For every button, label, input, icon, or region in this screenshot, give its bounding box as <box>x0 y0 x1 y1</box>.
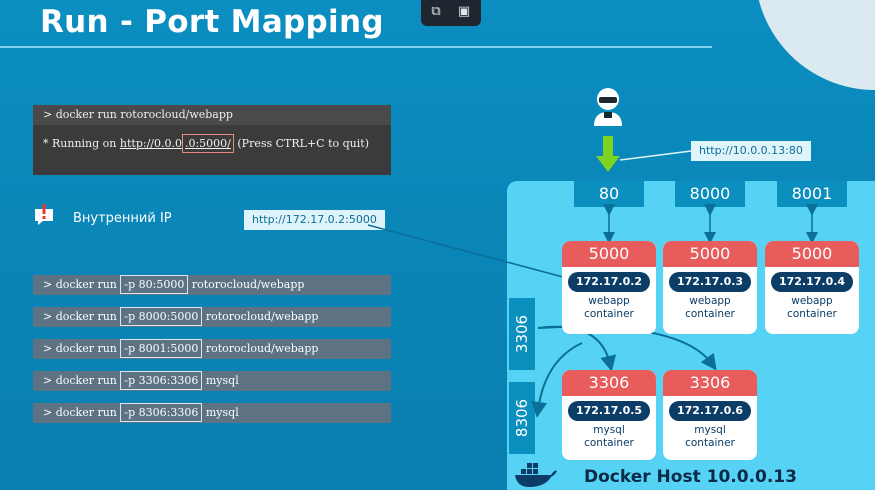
port-flag: -p 8000:5000 <box>120 307 203 326</box>
command-image: mysql <box>202 374 239 387</box>
slide-title: Run - Port Mapping <box>40 4 384 40</box>
container-port: 3306 <box>663 370 757 396</box>
container-kind: container <box>685 308 735 320</box>
container-kind: container <box>685 437 735 449</box>
host-port-8306: 8306 <box>509 382 535 454</box>
command-prefix: > docker run <box>43 374 121 387</box>
container-ip: 172.17.0.5 <box>568 401 650 421</box>
command-image: mysql <box>202 406 239 419</box>
user-icon <box>594 88 622 126</box>
container-name: webapp <box>791 295 833 307</box>
host-port-8000: 8000 <box>675 181 745 207</box>
command-image: rotorocloud/webapp <box>188 278 305 291</box>
container-name: mysql <box>593 424 625 436</box>
webapp-container: 5000 172.17.0.2 webapp container <box>562 241 656 334</box>
port-flag: -p 80:5000 <box>120 275 189 294</box>
container-ip: 172.17.0.2 <box>568 272 650 292</box>
command-row: > docker run -p 8306:3306 mysql <box>33 403 391 423</box>
command-row: > docker run -p 80:5000 rotorocloud/weba… <box>33 275 391 295</box>
host-url-box: http://10.0.0.13:80 <box>691 141 811 161</box>
command-row: > docker run -p 8001:5000 rotorocloud/we… <box>33 339 391 359</box>
terminal-window: > docker run rotorocloud/webapp * Runnin… <box>33 105 391 175</box>
internal-url-box: http://172.17.0.2:5000 <box>244 210 385 230</box>
container-ip: 172.17.0.6 <box>669 401 751 421</box>
container-name: webapp <box>689 295 731 307</box>
container-kind: container <box>584 437 634 449</box>
port-flag: -p 8001:5000 <box>120 339 203 358</box>
picture-in-picture-icon[interactable]: ⧉ <box>431 4 441 19</box>
mysql-container: 3306 172.17.0.5 mysql container <box>562 370 656 460</box>
terminal-url-highlight: .0:5000/ <box>181 134 234 153</box>
container-ip: 172.17.0.3 <box>669 272 751 292</box>
incoming-arrow-icon <box>596 136 620 172</box>
command-prefix: > docker run <box>43 310 121 323</box>
host-port-80: 80 <box>574 181 644 207</box>
command-row: > docker run -p 3306:3306 mysql <box>33 371 391 391</box>
terminal-output-prefix: * Running on <box>43 137 120 150</box>
command-row: > docker run -p 8000:5000 rotorocloud/we… <box>33 307 391 327</box>
video-toolbar: ⧉ ▣ <box>421 0 481 26</box>
port-flag: -p 8306:3306 <box>120 403 203 422</box>
command-prefix: > docker run <box>43 342 121 355</box>
container-port: 5000 <box>765 241 859 267</box>
command-prefix: > docker run <box>43 406 121 419</box>
warning-chat-icon <box>35 204 53 225</box>
terminal-url-start: http://0.0.0 <box>119 137 182 150</box>
terminal-output: * Running on http://0.0.0.0:5000/ (Press… <box>33 125 391 153</box>
command-image: rotorocloud/webapp <box>202 342 319 355</box>
terminal-command: > docker run rotorocloud/webapp <box>33 105 391 125</box>
internal-url-connector <box>367 224 579 282</box>
container-port: 3306 <box>562 370 656 396</box>
host-port-3306: 3306 <box>509 298 535 370</box>
port-flag: -p 3306:3306 <box>120 371 203 390</box>
container-ip: 172.17.0.4 <box>771 272 853 292</box>
container-name: webapp <box>588 295 630 307</box>
command-prefix: > docker run <box>43 278 121 291</box>
host-port-8001: 8001 <box>777 181 847 207</box>
container-port: 5000 <box>562 241 656 267</box>
command-image: rotorocloud/webapp <box>202 310 319 323</box>
container-port: 5000 <box>663 241 757 267</box>
container-kind: container <box>584 308 634 320</box>
terminal-output-suffix: (Press CTRL+C to quit) <box>233 137 369 150</box>
screen-capture-icon[interactable]: ▣ <box>457 4 471 19</box>
container-name: mysql <box>694 424 726 436</box>
internal-ip-label: Внутренний IP <box>73 211 172 226</box>
webapp-container: 5000 172.17.0.3 webapp container <box>663 241 757 334</box>
webapp-container: 5000 172.17.0.4 webapp container <box>765 241 859 334</box>
docker-logo-icon <box>515 463 557 487</box>
title-underline <box>0 46 712 48</box>
docker-host-label: Docker Host 10.0.0.13 <box>584 467 797 487</box>
host-url-connector <box>619 150 692 161</box>
mysql-container: 3306 172.17.0.6 mysql container <box>663 370 757 460</box>
container-kind: container <box>787 308 837 320</box>
